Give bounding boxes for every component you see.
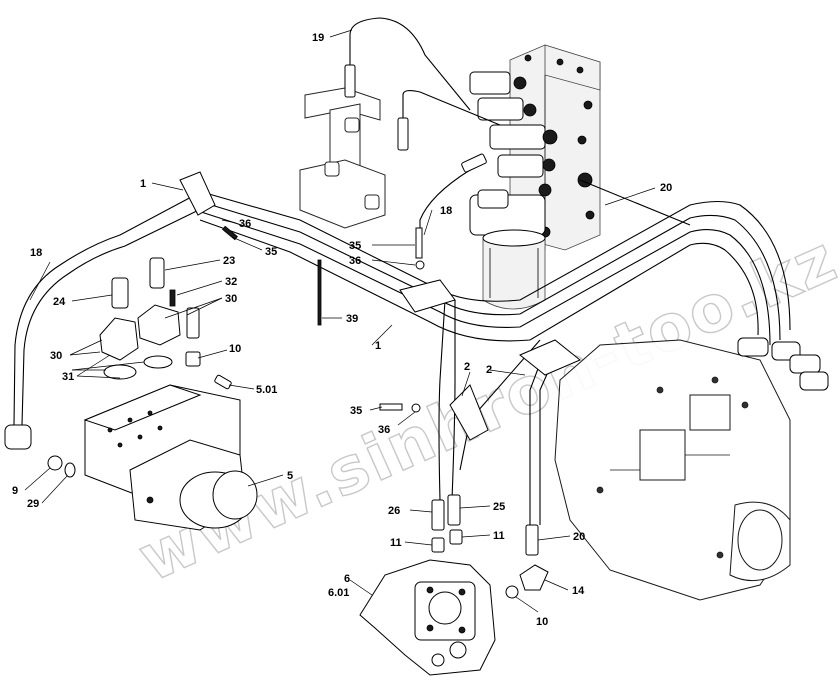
callout-30: 30 [225, 293, 237, 305]
fitting-10-lower [505, 585, 519, 599]
bolt-35 [415, 227, 423, 259]
fitting-25 [447, 494, 461, 526]
leader-lines [24, 29, 656, 613]
callout-20: 20 [660, 182, 672, 194]
clamp-1-upper [179, 171, 216, 216]
elbow-right-3 [789, 354, 821, 374]
flange-half-30 [99, 317, 139, 361]
clamp-1-lower [399, 279, 456, 313]
bolt-32 [169, 289, 176, 307]
callout-36: 36 [349, 255, 361, 267]
callout-1: 1 [140, 178, 146, 190]
fitting-9 [47, 455, 63, 471]
callout-20: 20 [573, 531, 585, 543]
callout-30: 30 [50, 350, 62, 362]
fitting-11a [431, 537, 445, 553]
hydraulic-motor [83, 384, 258, 531]
callout-14: 14 [572, 585, 585, 597]
fitting-18-valve [461, 153, 487, 173]
callout-9: 9 [12, 485, 18, 497]
elbow-right-4 [799, 371, 829, 391]
callout-11: 11 [390, 537, 402, 549]
fitting-5-01 [214, 374, 232, 390]
callout-2: 2 [486, 364, 492, 376]
fitting-23 [149, 257, 165, 289]
gear-pump [359, 559, 496, 676]
bolt-35-lower [379, 403, 403, 411]
mounting-bracket [299, 87, 386, 229]
callout-10: 10 [229, 343, 241, 355]
callout-5: 5 [287, 470, 293, 482]
callout-2: 2 [464, 361, 470, 373]
filter-housing [469, 189, 546, 310]
washer-29 [64, 462, 76, 478]
fitting-26 [431, 499, 445, 531]
o-ring-31 [103, 364, 137, 380]
fittings [4, 64, 829, 599]
fitting-30-upper [186, 307, 200, 339]
fitting-19-top [344, 64, 356, 98]
callout-6-01: 6.01 [328, 587, 349, 599]
solenoid-cartridges [469, 71, 558, 238]
callout-6: 6 [344, 573, 350, 585]
cable-tie-39 [317, 259, 322, 326]
callout-24: 24 [53, 296, 66, 308]
callout-11: 11 [493, 530, 505, 542]
fitting-19-mid [397, 117, 409, 151]
hoses [13, 17, 791, 525]
callout-26: 26 [388, 505, 400, 517]
fitting-20-lower [525, 524, 539, 556]
callout-35: 35 [350, 405, 362, 417]
callout-10: 10 [536, 616, 548, 628]
callout-35: 35 [265, 246, 277, 258]
elbow-right-1 [737, 337, 769, 357]
elbow-18 [4, 424, 32, 450]
washer-36 [415, 260, 425, 270]
elbow-14 [519, 564, 549, 591]
main-pump [554, 339, 791, 601]
callout-31: 31 [62, 371, 74, 383]
callout-29: 29 [27, 498, 39, 510]
o-ring-31b [143, 355, 173, 369]
callout-1: 1 [375, 340, 381, 352]
fitting-11b [449, 529, 463, 545]
flange-half-30b [137, 304, 181, 346]
callout-5-01: 5.01 [256, 384, 277, 396]
callout-25: 25 [493, 501, 505, 513]
washer-36-lower [411, 403, 421, 413]
callout-18: 18 [30, 247, 42, 259]
callout-labels: 19 1 20 18 18 36 35 35 36 23 32 24 30 39… [12, 32, 672, 628]
fitting-24 [111, 277, 129, 309]
callout-18: 18 [440, 205, 452, 217]
callout-39: 39 [346, 313, 358, 325]
bracket-2b [519, 339, 581, 376]
bolt-36-upper [222, 225, 238, 241]
fitting-10-upper [185, 351, 201, 367]
callout-36: 36 [378, 424, 390, 436]
callout-35: 35 [349, 240, 361, 252]
callout-36: 36 [239, 218, 251, 230]
callout-19: 19 [312, 32, 324, 44]
callout-32: 32 [225, 276, 237, 288]
callout-23: 23 [223, 255, 235, 267]
